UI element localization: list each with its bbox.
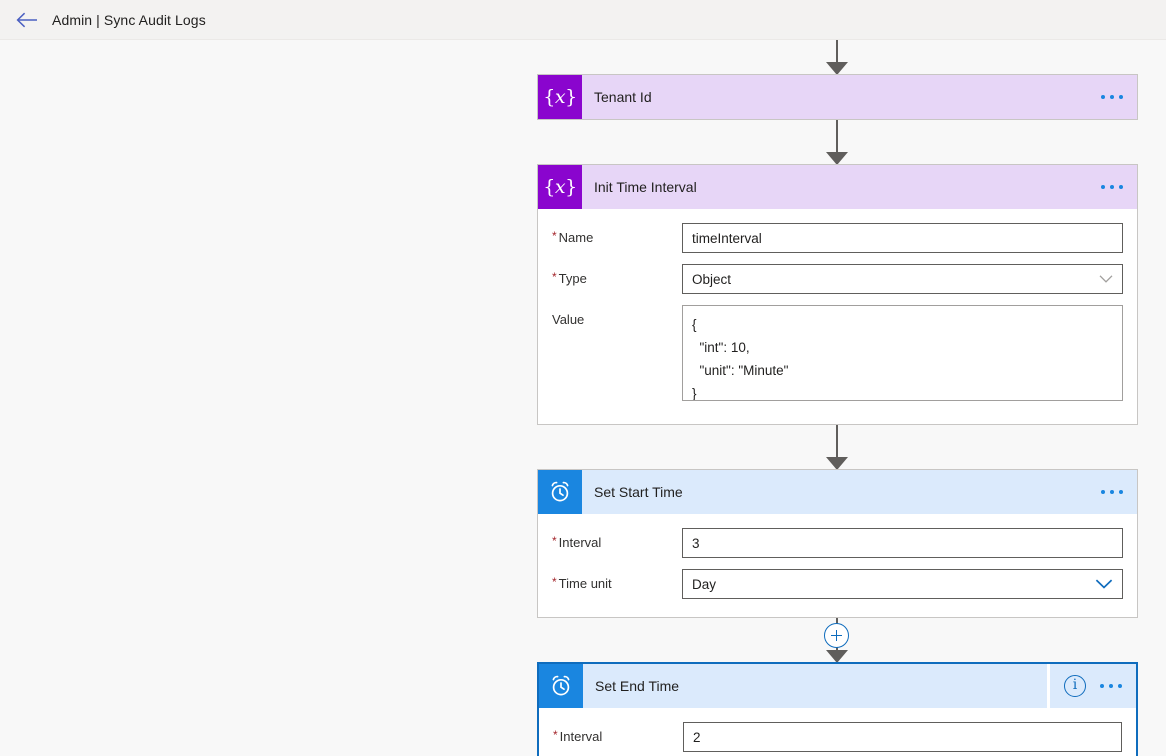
field-label-value: Value — [552, 312, 585, 327]
card-title: Tenant Id — [594, 89, 652, 105]
connector-arrowhead — [826, 152, 848, 165]
form-row-interval: * Interval — [553, 722, 1122, 752]
connector-init-to-start — [537, 425, 1138, 470]
connector-arrowhead — [826, 650, 848, 663]
flow-card-tenant-id[interactable]: {x} Tenant Id — [537, 74, 1138, 120]
connector-tenant-to-init — [537, 120, 1138, 165]
page-title: Admin | Sync Audit Logs — [52, 11, 206, 28]
interval-input[interactable] — [683, 722, 1122, 752]
field-control: { "int": 10, "unit": "Minute" } — [682, 305, 1123, 406]
variable-icon: {x} — [538, 75, 582, 119]
field-label-interval: * Interval — [553, 728, 603, 745]
form-row-interval: * Interval — [552, 528, 1123, 558]
card-header[interactable]: {x} Init Time Interval — [538, 165, 1137, 209]
required-asterisk: * — [553, 728, 558, 742]
more-options-icon[interactable] — [1100, 680, 1122, 692]
connector-start-to-end — [537, 618, 1138, 663]
required-asterisk: * — [552, 575, 557, 589]
connector-into-tenant-id — [537, 40, 1138, 75]
required-asterisk: * — [552, 534, 557, 548]
required-asterisk: * — [552, 229, 557, 243]
field-control: Object — [682, 264, 1123, 294]
flow-card-init-time-interval[interactable]: {x} Init Time Interval * Name — [537, 164, 1138, 425]
card-header[interactable]: Set End Time i — [539, 664, 1136, 708]
card-body: * Interval * Time unit Hour — [539, 708, 1136, 756]
card-header-actions — [1101, 75, 1137, 119]
card-title: Set End Time — [595, 678, 680, 694]
field-control — [683, 722, 1122, 752]
card-header-actions: i — [1047, 664, 1136, 708]
info-icon[interactable]: i — [1064, 675, 1086, 697]
connector-arrowhead — [826, 62, 848, 75]
card-title: Init Time Interval — [594, 179, 697, 195]
alarm-clock-icon — [539, 664, 583, 708]
flow-canvas: {x} Tenant Id {x} Init Time Interv — [0, 40, 1166, 756]
interval-input[interactable] — [682, 528, 1123, 558]
card-header-actions — [1101, 165, 1137, 209]
flow-card-set-end-time[interactable]: Set End Time i * Interval — [537, 662, 1138, 756]
card-body: * Name * Type Object — [538, 209, 1137, 424]
card-header-actions — [1101, 470, 1137, 514]
form-row-name: * Name — [552, 223, 1123, 253]
chevron-down-icon — [1099, 275, 1113, 284]
alarm-clock-icon — [538, 470, 582, 514]
field-control — [682, 528, 1123, 558]
connector-line — [836, 425, 838, 469]
time-unit-select-value: Day — [692, 576, 717, 592]
time-unit-select[interactable]: Day — [682, 569, 1123, 599]
flow-container: {x} Tenant Id {x} Init Time Interv — [537, 40, 1138, 756]
card-header[interactable]: {x} Tenant Id — [538, 75, 1137, 119]
flow-card-set-start-time[interactable]: Set Start Time * Interval — [537, 469, 1138, 618]
field-label-interval: * Interval — [552, 534, 602, 551]
field-control: Day — [682, 569, 1123, 599]
more-options-icon[interactable] — [1101, 91, 1123, 103]
field-label-name: * Name — [552, 229, 594, 246]
value-textarea[interactable]: { "int": 10, "unit": "Minute" } — [682, 305, 1123, 401]
variable-icon: {x} — [538, 165, 582, 209]
back-button[interactable] — [14, 7, 40, 33]
connector-arrowhead — [826, 457, 848, 470]
app-header: Admin | Sync Audit Logs — [0, 0, 1166, 40]
required-asterisk: * — [552, 270, 557, 284]
form-row-value: Value { "int": 10, "unit": "Minute" } — [552, 305, 1123, 406]
form-row-type: * Type Object — [552, 264, 1123, 294]
connector-line — [836, 40, 838, 74]
add-step-button[interactable] — [824, 623, 849, 648]
chevron-down-icon — [1095, 579, 1113, 590]
type-select[interactable]: Object — [682, 264, 1123, 294]
card-header[interactable]: Set Start Time — [538, 470, 1137, 514]
card-body: * Interval * Time unit Day — [538, 514, 1137, 617]
name-input[interactable] — [682, 223, 1123, 253]
form-row-time-unit: * Time unit Day — [552, 569, 1123, 599]
field-label-type: * Type — [552, 270, 587, 287]
more-options-icon[interactable] — [1101, 181, 1123, 193]
card-title: Set Start Time — [594, 484, 683, 500]
connector-line — [836, 120, 838, 164]
more-options-icon[interactable] — [1101, 486, 1123, 498]
field-control — [682, 223, 1123, 253]
field-label-time-unit: * Time unit — [552, 575, 612, 592]
type-select-value: Object — [692, 271, 732, 287]
back-arrow-icon — [16, 12, 38, 28]
